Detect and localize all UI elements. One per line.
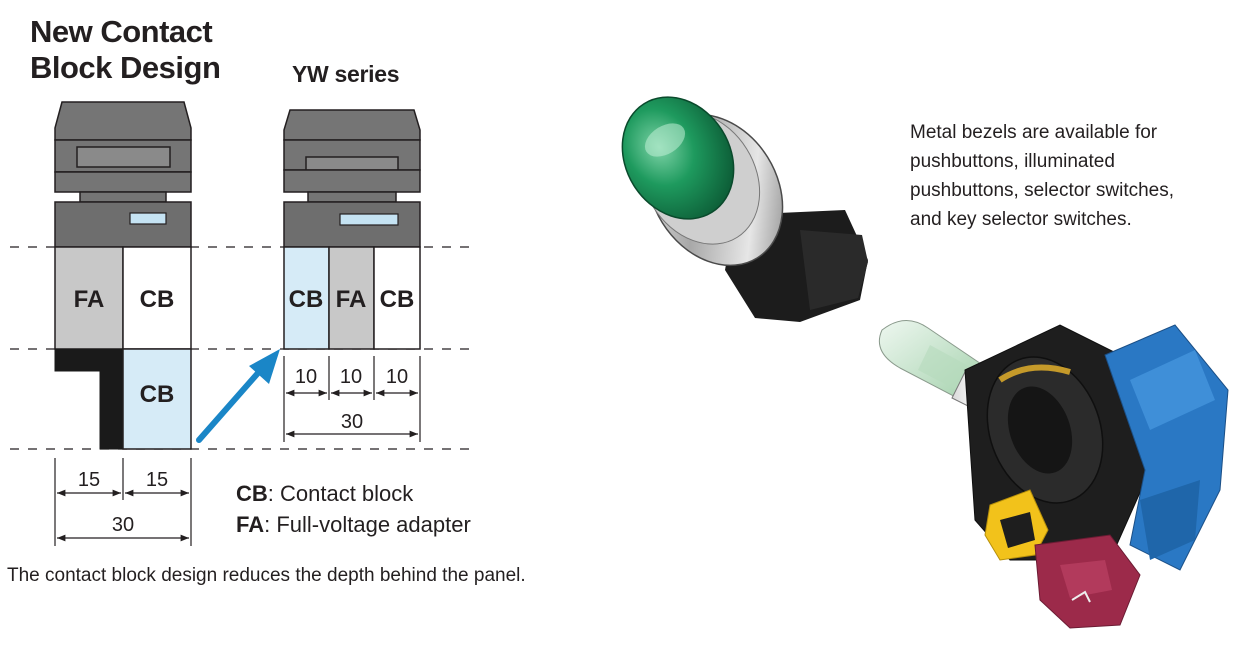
legend-cb-text: : Contact block <box>267 481 414 506</box>
comparison-arrow <box>196 349 280 443</box>
operator-housing <box>54 201 192 248</box>
yw-dimensions <box>283 356 421 442</box>
yw-cb-block-left <box>283 246 330 350</box>
contact-block-unit-image <box>964 324 1229 629</box>
new-design-dimensions <box>54 458 192 546</box>
yw-cb-block-right <box>373 246 421 350</box>
yw-operator-neck <box>307 191 397 203</box>
operator-window <box>76 146 171 168</box>
yw-operator-window <box>305 156 399 171</box>
yw-series-title: YW series <box>292 61 400 87</box>
operator-ring <box>54 171 192 193</box>
cb-block-lower-label: CB <box>140 381 175 408</box>
dim-15-left: 15 <box>78 469 100 491</box>
fa-block-label: FA <box>74 286 105 313</box>
yw-operator-ring <box>283 169 421 193</box>
metal-bezel-note: Metal bezels are available for pushbutto… <box>910 118 1210 234</box>
new-design-operator <box>54 101 192 248</box>
yw-indicator-window <box>339 213 399 226</box>
indicator-window <box>129 212 167 225</box>
metal-note-line-4: and key selector switches. <box>910 209 1132 230</box>
yw-cb-left-label: CB <box>289 286 324 313</box>
yw-dim-30-total: 30 <box>341 411 363 433</box>
metal-note-line-2: pushbuttons, illuminated <box>910 151 1115 172</box>
legend-cb-abbr: CB <box>236 481 268 506</box>
yw-fa-label: FA <box>336 286 367 313</box>
legend-fa-abbr: FA <box>236 512 265 537</box>
yw-operator <box>283 109 421 248</box>
legend-fa-text: : Full-voltage adapter <box>264 512 471 537</box>
title-line-2: Block Design <box>30 50 221 85</box>
diagram-caption: The contact block design reduces the dep… <box>7 565 526 586</box>
dim-15-right: 15 <box>146 469 168 491</box>
mounting-bracket <box>54 348 124 450</box>
cb-block-upper <box>122 246 192 350</box>
cb-block-upper-label: CB <box>140 286 175 313</box>
metal-bezel-pushbutton-image <box>621 96 868 322</box>
new-design-blocks: FA CB CB <box>54 246 192 450</box>
legend-cb: CB: Contact block <box>236 480 413 508</box>
dim-30-total: 30 <box>112 514 134 536</box>
metal-note-line-3: pushbuttons, selector switches, <box>910 180 1175 201</box>
cb-block-lower <box>122 348 192 450</box>
title-line-1: New Contact <box>30 14 213 49</box>
legend-fa: FA: Full-voltage adapter <box>236 511 471 539</box>
yw-cb-right-label: CB <box>380 286 415 313</box>
page-title: New Contact Block Design <box>30 14 221 86</box>
metal-note-line-1: Metal bezels are available for <box>910 122 1158 143</box>
operator-bezel <box>54 101 192 141</box>
fa-block <box>54 246 124 350</box>
yw-dim-10-c: 10 <box>386 366 408 388</box>
yw-dim-10-a: 10 <box>295 366 317 388</box>
operator-neck <box>79 191 167 203</box>
yw-blocks: CB FA CB <box>283 246 421 350</box>
yw-operator-bezel <box>283 109 421 141</box>
yw-dim-10-b: 10 <box>340 366 362 388</box>
